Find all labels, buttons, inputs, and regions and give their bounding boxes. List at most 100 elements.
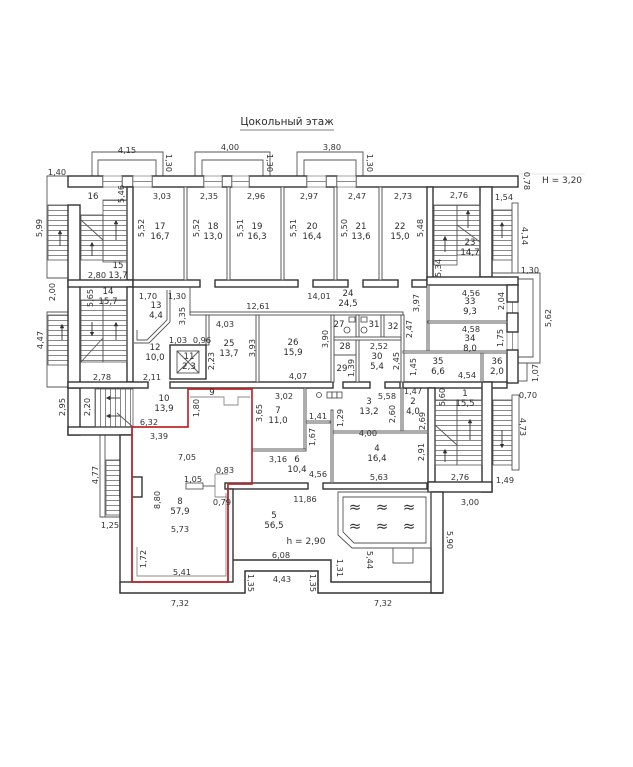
wall (479, 186, 493, 278)
room-area-10: 13,9 (154, 404, 173, 414)
dimension-label: 0,96 (193, 335, 211, 345)
stair-flight (47, 314, 69, 366)
dimension-label: 1,45 (408, 358, 418, 376)
dimension-label: 3,80 (323, 142, 341, 152)
toilet-icon (360, 326, 368, 334)
dimension-label: 0,70 (519, 390, 537, 400)
sink-icon (360, 316, 368, 323)
floor-title: Цокольный этаж (240, 116, 334, 128)
wall (312, 279, 349, 288)
room-number-13: 13 (151, 301, 162, 311)
room-number-31: 31 (369, 320, 380, 330)
room-number-12: 12 (150, 343, 161, 353)
dimension-label: 2,91 (416, 443, 426, 461)
wall (119, 434, 133, 583)
wall (402, 381, 508, 389)
room-number-21: 21 (356, 222, 367, 232)
room-number-11: 11 (184, 352, 195, 362)
room-number-32: 32 (388, 322, 399, 332)
fixture-box-icon (331, 391, 338, 399)
room-area-20: 16,4 (302, 232, 321, 242)
dimension-label: 2,73 (394, 191, 412, 201)
room-number-34: 34 (465, 334, 476, 344)
wall (325, 175, 338, 188)
dimension-label: 1,07 (530, 364, 540, 382)
dimension-label: 3,90 (320, 330, 330, 348)
room-number-18: 18 (208, 222, 219, 232)
wall (126, 186, 134, 281)
partition (402, 350, 508, 354)
porch-outline (296, 151, 364, 176)
dimension-label: 5,90 (445, 531, 455, 549)
room-area-17: 16,7 (150, 232, 169, 242)
stair-flight (456, 399, 483, 466)
dimension-label: 1,35 (308, 574, 318, 592)
dimension-label: 1,70 (139, 291, 157, 301)
stair-cut-line (80, 219, 104, 241)
dimension-label: 0,83 (216, 465, 234, 475)
room-number-9: 9 (209, 388, 214, 398)
room-area-23: 14,7 (460, 248, 479, 258)
room-number-15: 15 (113, 261, 124, 271)
wall (151, 175, 205, 188)
stair-cut-line (434, 424, 458, 446)
dimension-label: 5,99 (34, 219, 44, 237)
dimension-label: 5,62 (543, 309, 553, 327)
room-area-12: 10,0 (145, 353, 164, 363)
room-area-30: 5,4 (370, 362, 384, 372)
room-area-2: 4,0 (406, 407, 420, 417)
external-stair-rail (511, 202, 519, 274)
dimension-label: 3,97 (411, 294, 421, 312)
dimension-label: 6,08 (272, 550, 290, 560)
room-area-5: 56,5 (264, 521, 283, 531)
wall (322, 482, 428, 490)
room-8-niche (214, 473, 228, 498)
room-number-14: 14 (103, 287, 114, 297)
dimension-label: 0,78 (522, 172, 532, 190)
dimension-label: 5,41 (173, 567, 191, 577)
dimension-label: 4,77 (90, 466, 100, 484)
water-wave-icon: ≈ (349, 498, 362, 516)
room-8-inner-line (136, 493, 227, 577)
wall (67, 175, 104, 188)
dimension-label: 11,86 (293, 494, 316, 504)
room-area-6: 10,4 (287, 465, 306, 475)
wall (481, 381, 493, 493)
dimension-label: 1,49 (496, 475, 514, 485)
room-area-7: 11,0 (268, 416, 287, 426)
wall (427, 387, 436, 483)
wall (430, 491, 444, 594)
partition (330, 409, 334, 484)
dimension-label: 5,51 (288, 219, 298, 237)
dimension-label: 1,29 (335, 409, 345, 427)
dimension-label: 1,05 (184, 474, 202, 484)
dimension-label: 6,32 (140, 417, 158, 427)
room-area-18: 13,0 (203, 232, 222, 242)
dimension-label: 14,01 (307, 291, 330, 301)
room-area-13: 4,4 (149, 311, 163, 321)
elevator-cabin (176, 350, 200, 374)
stair-flight (105, 459, 121, 516)
dimension-label: 1,03 (169, 335, 187, 345)
wall (221, 175, 233, 188)
dimension-label: 5,73 (171, 524, 189, 534)
room-area-33: 9,3 (463, 307, 477, 317)
dimension-label: 1,41 (309, 411, 327, 421)
dimension-label: 8,80 (152, 491, 162, 509)
partitions (134, 186, 508, 577)
room-number-29: 29 (337, 364, 348, 374)
pool-step (392, 547, 414, 564)
room-number-17: 17 (155, 222, 166, 232)
dimension-label: 4,47 (35, 331, 45, 349)
stair-flight (492, 399, 513, 466)
dimension-label: 4,07 (289, 371, 307, 381)
partition (480, 352, 484, 383)
dimension-label: 4,56 (309, 469, 327, 479)
dimension-label: 1,30 (365, 154, 375, 172)
dimension-label: 3,93 (247, 339, 257, 357)
dimension-label: 5,52 (136, 219, 146, 237)
wall (362, 279, 399, 288)
water-wave-icon: ≈ (403, 517, 416, 535)
